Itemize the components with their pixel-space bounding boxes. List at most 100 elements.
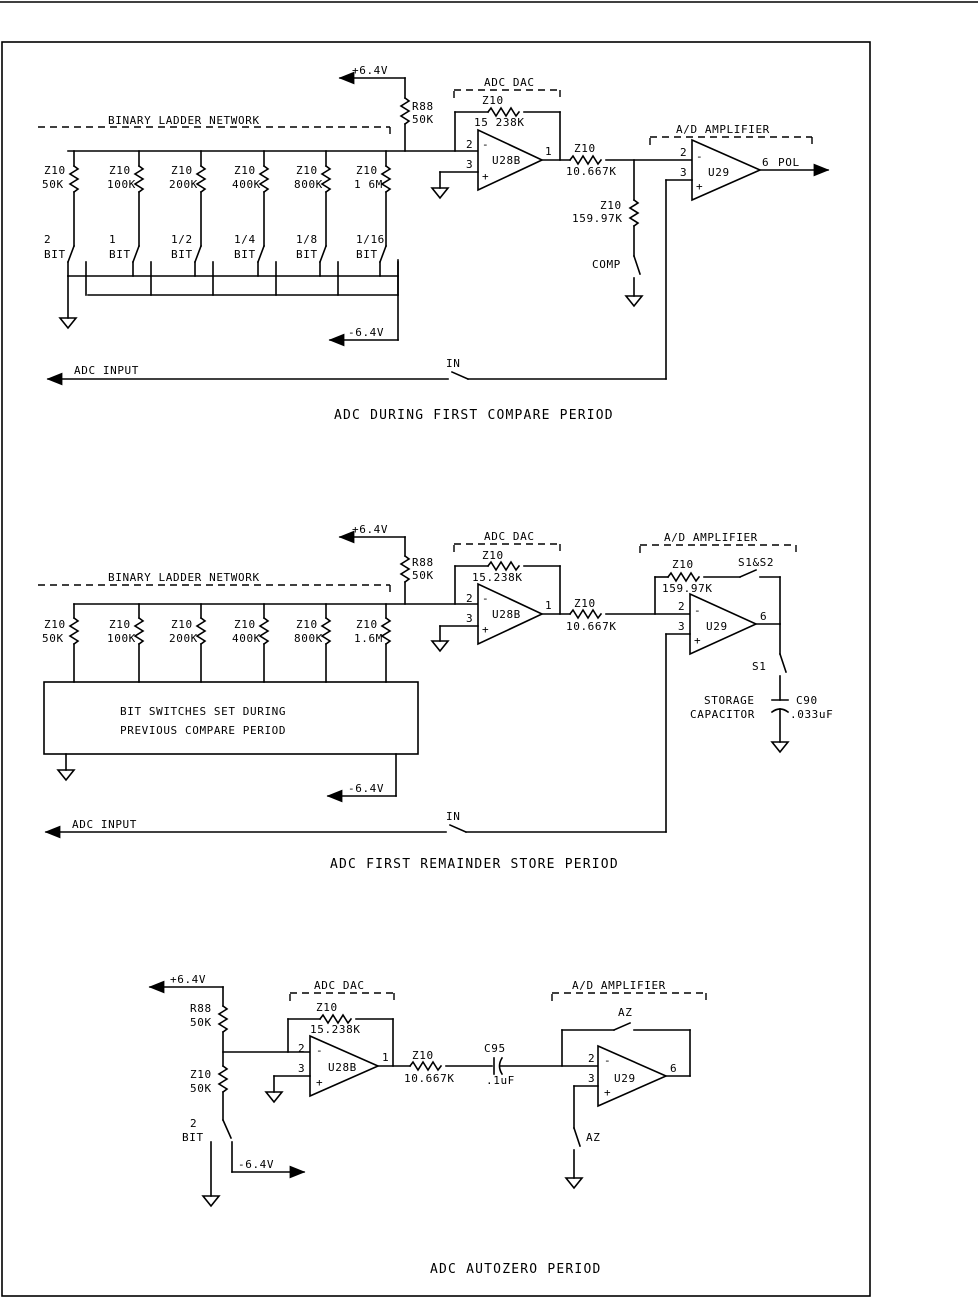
ladder-value: 800K xyxy=(294,178,323,191)
pin-2: 2 xyxy=(298,1042,305,1055)
dac-feedback-resistor xyxy=(486,560,521,572)
ad-group-label: A/D AMPLIFIER xyxy=(676,123,770,136)
ladder-value: 50K xyxy=(42,178,64,191)
pin-minus: - xyxy=(316,1044,323,1057)
dac-fb-value: 15.238K xyxy=(472,571,523,584)
vminus-label: -6.4V xyxy=(348,326,384,339)
bit-weight: 2 xyxy=(44,233,51,246)
bit-weight: 1/16 xyxy=(356,233,385,246)
ladder-value: 200K xyxy=(169,632,198,645)
ladder-ref: Z10 xyxy=(171,618,193,631)
pin-6: 6 xyxy=(760,610,767,623)
ladder-value: 200K xyxy=(169,178,198,191)
pin-plus: + xyxy=(482,623,489,636)
pin-2: 2 xyxy=(588,1052,595,1065)
comp-ref: Z10 xyxy=(600,199,622,212)
bit-weight: 1/2 xyxy=(171,233,193,246)
ladder-resistors: Z1050KZ10100KZ10200KZ10400KZ10800KZ101.6… xyxy=(42,603,392,683)
cap-value: .033uF xyxy=(790,708,833,721)
r88-ref: R88 xyxy=(412,100,434,113)
bit-switch-box xyxy=(43,681,419,755)
z10-ref: Z10 xyxy=(190,1068,212,1081)
pin-plus: + xyxy=(482,170,489,183)
pin-3: 3 xyxy=(466,158,473,171)
ladder-resistor xyxy=(258,616,270,646)
section3-title: ADC AUTOZERO PERIOD xyxy=(430,1262,602,1277)
ladder-ref: Z10 xyxy=(171,164,193,177)
ladder-resistor xyxy=(68,164,80,194)
c95-ref: C95 xyxy=(484,1042,506,1055)
ground-icon xyxy=(264,1091,284,1104)
pin-3: 3 xyxy=(678,620,685,633)
ladder-value: 50K xyxy=(42,632,64,645)
r88-resistor xyxy=(399,554,411,584)
bit-switch xyxy=(221,1118,233,1140)
ad-amp-label: U29 xyxy=(614,1072,636,1085)
section1-title: ADC DURING FIRST COMPARE PERIOD xyxy=(334,408,614,423)
pin-2: 2 xyxy=(466,138,473,151)
dac-amp-label: U28B xyxy=(328,1061,357,1074)
dac-fb-value: 15.238K xyxy=(310,1023,361,1036)
pin-1: 1 xyxy=(382,1051,389,1064)
s1-switch xyxy=(778,652,788,674)
cap-label-2: CAPACITOR xyxy=(690,708,755,721)
cap-label-1: STORAGE xyxy=(704,694,755,707)
ladder-resistor xyxy=(380,616,392,646)
bit-switch xyxy=(131,244,141,264)
ladder-resistor xyxy=(320,164,332,194)
vminus-label: -6.4V xyxy=(238,1158,274,1171)
ladder-value: 100K xyxy=(107,632,136,645)
ladder-resistor xyxy=(320,616,332,646)
dac-fb-ref: Z10 xyxy=(482,94,504,107)
bit-weight: 1/8 xyxy=(296,233,318,246)
in-switch-label: IN xyxy=(446,357,460,370)
dac-fb-ref: Z10 xyxy=(482,549,504,562)
ladder-resistor xyxy=(380,164,392,194)
ladder-ref: Z10 xyxy=(109,618,131,631)
bit-switch xyxy=(378,244,388,264)
comp-resistor xyxy=(628,198,640,228)
s1-label: S1 xyxy=(752,660,766,673)
pin-2: 2 xyxy=(466,592,473,605)
dac-feedback-resistor xyxy=(486,106,521,118)
coupling-value: 10.667K xyxy=(404,1072,455,1085)
dac-amp-label: U28B xyxy=(492,608,521,621)
dac-group-label: ADC DAC xyxy=(484,530,535,543)
comp-value: 159.97K xyxy=(572,212,623,225)
pin-minus: - xyxy=(694,604,701,617)
pin-3: 3 xyxy=(680,166,687,179)
bit-switch xyxy=(256,244,266,264)
bit-switch xyxy=(193,244,203,264)
ad-amp-label: U29 xyxy=(706,620,728,633)
ladder-resistor xyxy=(68,616,80,646)
vminus-label: -6.4V xyxy=(348,782,384,795)
dac-group-label: ADC DAC xyxy=(484,76,535,89)
ladder-ref: Z10 xyxy=(44,164,66,177)
coupling-ref: Z10 xyxy=(574,142,596,155)
dac-feedback-resistor xyxy=(318,1013,353,1025)
bit-label: BIT xyxy=(109,248,131,261)
cap-ref: C90 xyxy=(796,694,818,707)
box-line-2: PREVIOUS COMPARE PERIOD xyxy=(120,724,286,737)
ladder-ref: Z10 xyxy=(234,618,256,631)
r88-resistor xyxy=(399,96,411,126)
z10-resistor xyxy=(217,1064,229,1094)
ladder-value: 1 6M xyxy=(354,178,383,191)
s1s2-switch xyxy=(738,568,758,579)
coupling-value: 10.667K xyxy=(566,165,617,178)
dac-fb-value: 15 238K xyxy=(474,116,525,129)
ladder-resistor xyxy=(195,164,207,194)
ladder-value: 400K xyxy=(232,632,261,645)
coupling-ref: Z10 xyxy=(412,1049,434,1062)
bit-bottom: BIT xyxy=(182,1131,204,1144)
pin-1: 1 xyxy=(545,599,552,612)
s1s2-label: S1&S2 xyxy=(738,556,774,569)
pin-minus: - xyxy=(604,1054,611,1067)
az-feedback-switch xyxy=(612,1021,632,1032)
ladder-ref: Z10 xyxy=(234,164,256,177)
ad-group-label: A/D AMPLIFIER xyxy=(664,531,758,544)
coupling-ref: Z10 xyxy=(574,597,596,610)
pin-plus: + xyxy=(696,180,703,193)
ladder-ref: Z10 xyxy=(296,164,318,177)
pin-plus: + xyxy=(604,1086,611,1099)
